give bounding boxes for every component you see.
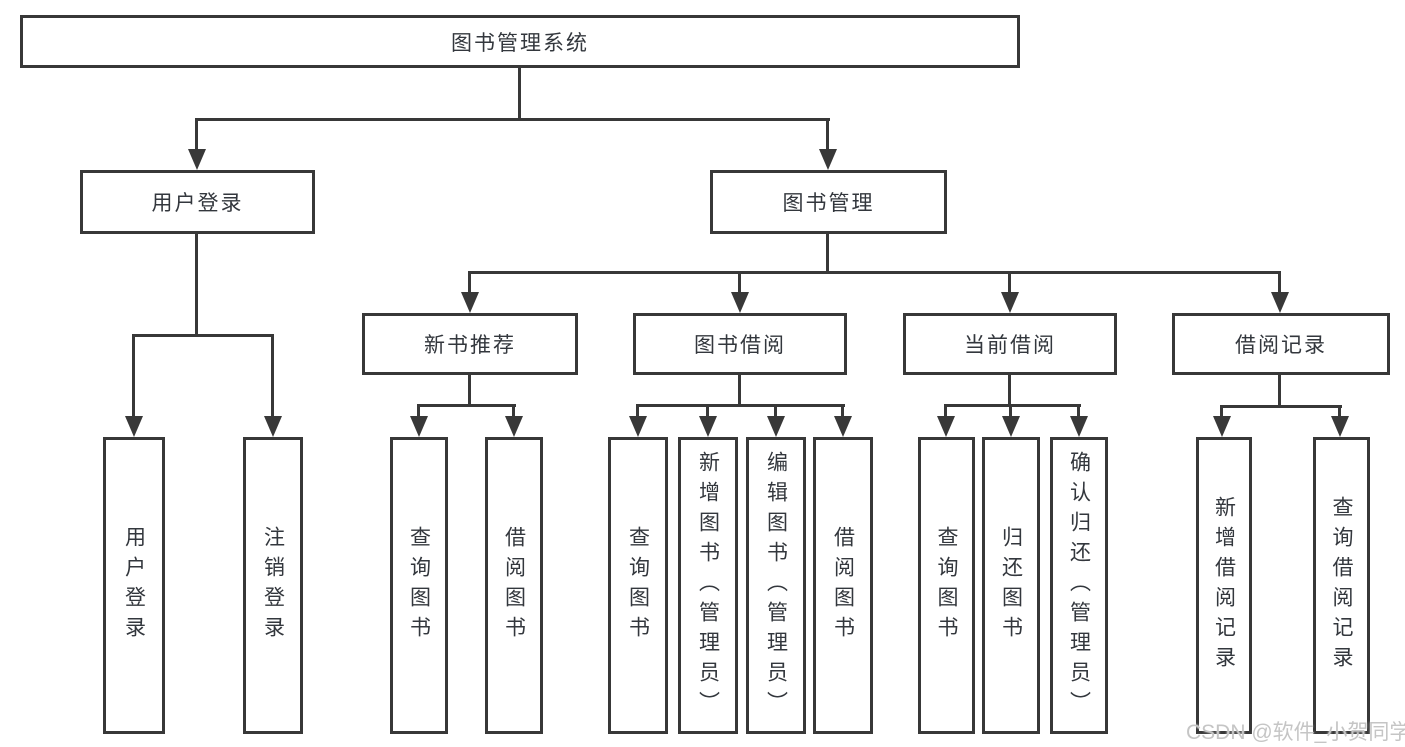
connector-borrow-stem [738,375,741,406]
connector-leaf-drop [1009,404,1012,418]
arrow-down-icon [1070,416,1088,437]
connector-leaf-drop [706,404,709,418]
connector-recommend-bus [417,404,516,407]
leaf-add-borrow-record: 新增借阅记录 [1196,437,1252,734]
leaf-recommend-query-book: 查询图书 [390,437,448,734]
leaf-confirm-return-admin: 确认归还（管理员） [1050,437,1108,734]
arrow-down-icon [937,416,955,437]
leaf-recommend-query-book-label: 查询图书 [407,525,431,646]
arrow-down-icon [731,292,749,313]
leaf-recommend-borrow-book-label: 借阅图书 [502,525,526,646]
connector-leaf-drop [1220,405,1223,418]
leaf-edit-book-admin: 编辑图书（管理员） [746,437,806,734]
leaf-borrow-query-book-label: 查询图书 [626,525,650,646]
arrow-down-icon [834,416,852,437]
connector-to-user-login [195,118,198,152]
connector-record-stem [1278,375,1281,407]
connector-to-borrow-record [1278,271,1281,296]
connector-leaf-drop [1338,405,1341,418]
connector-user-login-stem [195,234,198,336]
connector-to-current-borrow [1008,271,1011,296]
arrow-down-icon [264,416,282,437]
node-book-borrow: 图书借阅 [633,313,847,375]
node-root: 图书管理系统 [20,15,1020,68]
leaf-recommend-borrow-book: 借阅图书 [485,437,543,734]
connector-leaf-drop [774,404,777,418]
leaf-return-book-label: 归还图书 [999,525,1023,646]
arrow-down-icon [1331,416,1349,437]
connector-current-bus [944,404,1081,407]
watermark: CSDN @软件_小贺同学 [1186,721,1405,744]
arrow-down-icon [767,416,785,437]
connector-root-stem [518,66,521,120]
connector-to-book-management [826,118,829,152]
connector-book-management-bus [468,271,1281,274]
connector-to-new-book-recommend [468,271,471,296]
node-new-book-recommend: 新书推荐 [362,313,578,375]
arrow-down-icon [410,416,428,437]
connector-leaf-drop [944,404,947,418]
arrow-down-icon [461,292,479,313]
connector-recommend-stem [468,375,471,406]
node-user-login: 用户登录 [80,170,315,234]
leaf-borrow-query-book: 查询图书 [608,437,668,734]
node-new-book-recommend-label: 新书推荐 [424,334,516,357]
node-user-login-label: 用户登录 [151,192,244,215]
connector-current-stem [1008,375,1011,406]
leaf-user-login: 用户登录 [103,437,165,734]
leaf-current-query-book: 查询图书 [918,437,975,734]
node-root-label: 图书管理系统 [451,31,589,55]
connector-book-management-stem [826,234,829,274]
leaf-confirm-return-admin-label: 确认归还（管理员） [1067,450,1091,721]
connector-to-leaf-logout [271,334,274,418]
arrow-down-icon [1213,416,1231,437]
leaf-borrow-book-label: 借阅图书 [831,525,855,646]
leaf-add-book-admin-label: 新增图书（管理员） [696,450,720,721]
node-book-management: 图书管理 [710,170,947,234]
leaf-query-borrow-record-label: 查询借阅记录 [1330,495,1353,676]
arrow-down-icon [629,416,647,437]
connector-leaf-drop [1077,404,1080,418]
node-borrow-record-label: 借阅记录 [1235,334,1327,357]
arrow-down-icon [125,416,143,437]
leaf-logout: 注销登录 [243,437,303,734]
node-current-borrow-label: 当前借阅 [964,334,1056,357]
leaf-edit-book-admin-label: 编辑图书（管理员） [764,450,788,721]
leaf-user-login-label: 用户登录 [122,525,146,646]
arrow-down-icon [188,149,206,170]
arrow-down-icon [699,416,717,437]
connector-leaf-drop [841,404,844,418]
node-book-management-label: 图书管理 [782,192,875,215]
node-book-borrow-label: 图书借阅 [694,334,786,357]
arrow-down-icon [1002,416,1020,437]
connector-leaf-drop [636,404,639,418]
connector-borrow-bus [636,404,845,407]
connector-leaf-drop [417,404,420,418]
arrow-down-icon [1271,292,1289,313]
leaf-add-book-admin: 新增图书（管理员） [678,437,738,734]
connector-user-login-bus [132,334,274,337]
arrow-down-icon [1001,292,1019,313]
node-borrow-record: 借阅记录 [1172,313,1390,375]
leaf-current-query-book-label: 查询图书 [935,525,958,646]
leaf-query-borrow-record: 查询借阅记录 [1313,437,1370,734]
leaf-add-borrow-record-label: 新增借阅记录 [1212,495,1236,676]
connector-leaf-drop [512,404,515,418]
leaf-logout-label: 注销登录 [261,525,285,646]
connector-to-leaf-user-login [132,334,135,418]
connector-root-bus [196,118,830,121]
connector-record-bus [1220,405,1342,408]
leaf-borrow-book: 借阅图书 [813,437,873,734]
leaf-return-book: 归还图书 [982,437,1040,734]
node-current-borrow: 当前借阅 [903,313,1117,375]
arrow-down-icon [819,149,837,170]
connector-to-book-borrow [738,271,741,296]
arrow-down-icon [505,416,523,437]
